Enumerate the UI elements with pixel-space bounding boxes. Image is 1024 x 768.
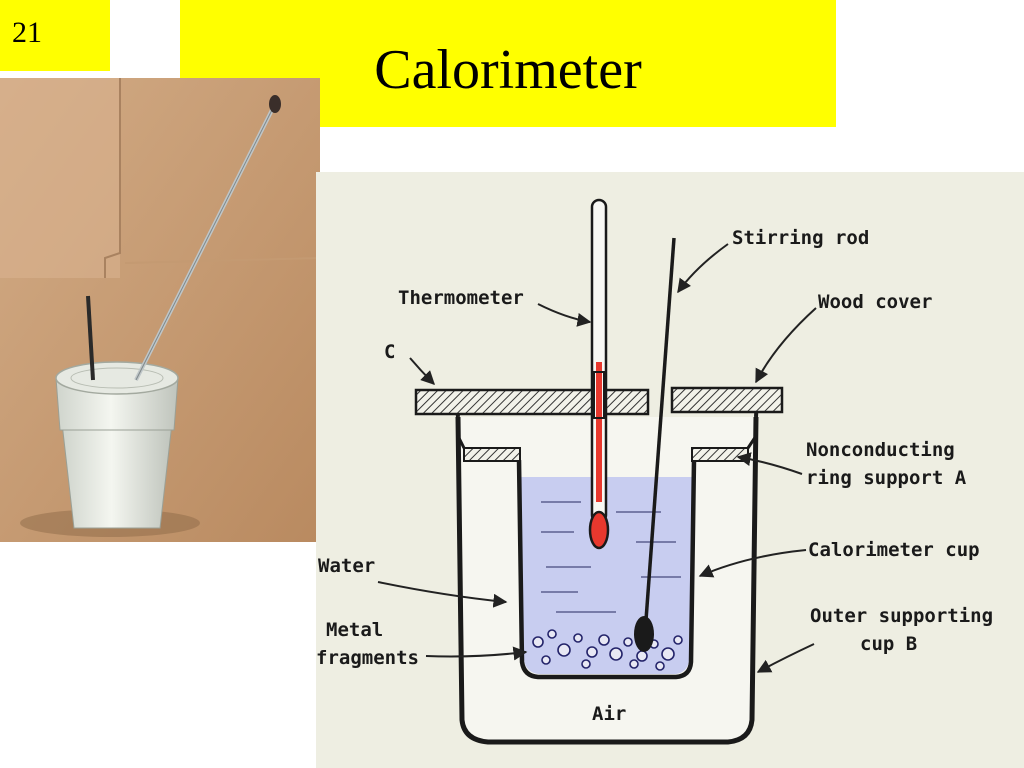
label-air: Air <box>592 703 626 725</box>
wood-cover-left <box>414 388 650 416</box>
slide-number: 21 <box>12 16 42 49</box>
ring-support-left <box>463 447 521 462</box>
calorimeter-photo <box>0 78 321 542</box>
stirrer-paddle <box>634 616 654 652</box>
label-outer-cup-line1: Outer supporting <box>810 605 993 627</box>
stirring-rod <box>644 237 676 621</box>
label-thermometer: Thermometer <box>398 287 524 309</box>
thermometer <box>588 198 610 550</box>
label-c: C <box>384 341 395 363</box>
label-calorimeter-cup: Calorimeter cup <box>808 539 980 561</box>
label-wood-cover: Wood cover <box>818 291 932 313</box>
calorimeter-diagram-drawing: Stirring rod Thermometer C Wood cover No… <box>316 172 1024 768</box>
label-ring-support-line2: ring support A <box>806 467 967 489</box>
label-stirring-rod: Stirring rod <box>732 227 869 249</box>
calorimeter-cup <box>516 459 697 680</box>
calorimeter-photo-image <box>0 78 321 542</box>
calorimeter-diagram: Stirring rod Thermometer C Wood cover No… <box>316 172 1024 768</box>
label-metal-line1: Metal <box>326 619 383 641</box>
ring-support-right <box>691 447 749 462</box>
wood-cover-right <box>670 386 784 414</box>
slide-title: Calorimeter <box>374 39 642 101</box>
slide-number-box: 21 <box>0 0 110 71</box>
label-outer-cup-line2: cup B <box>860 633 917 655</box>
label-ring-support-line1: Nonconducting <box>806 439 955 461</box>
metal-fragments <box>532 629 683 671</box>
label-metal-line2: fragments <box>316 647 419 669</box>
label-water: Water <box>318 555 375 577</box>
